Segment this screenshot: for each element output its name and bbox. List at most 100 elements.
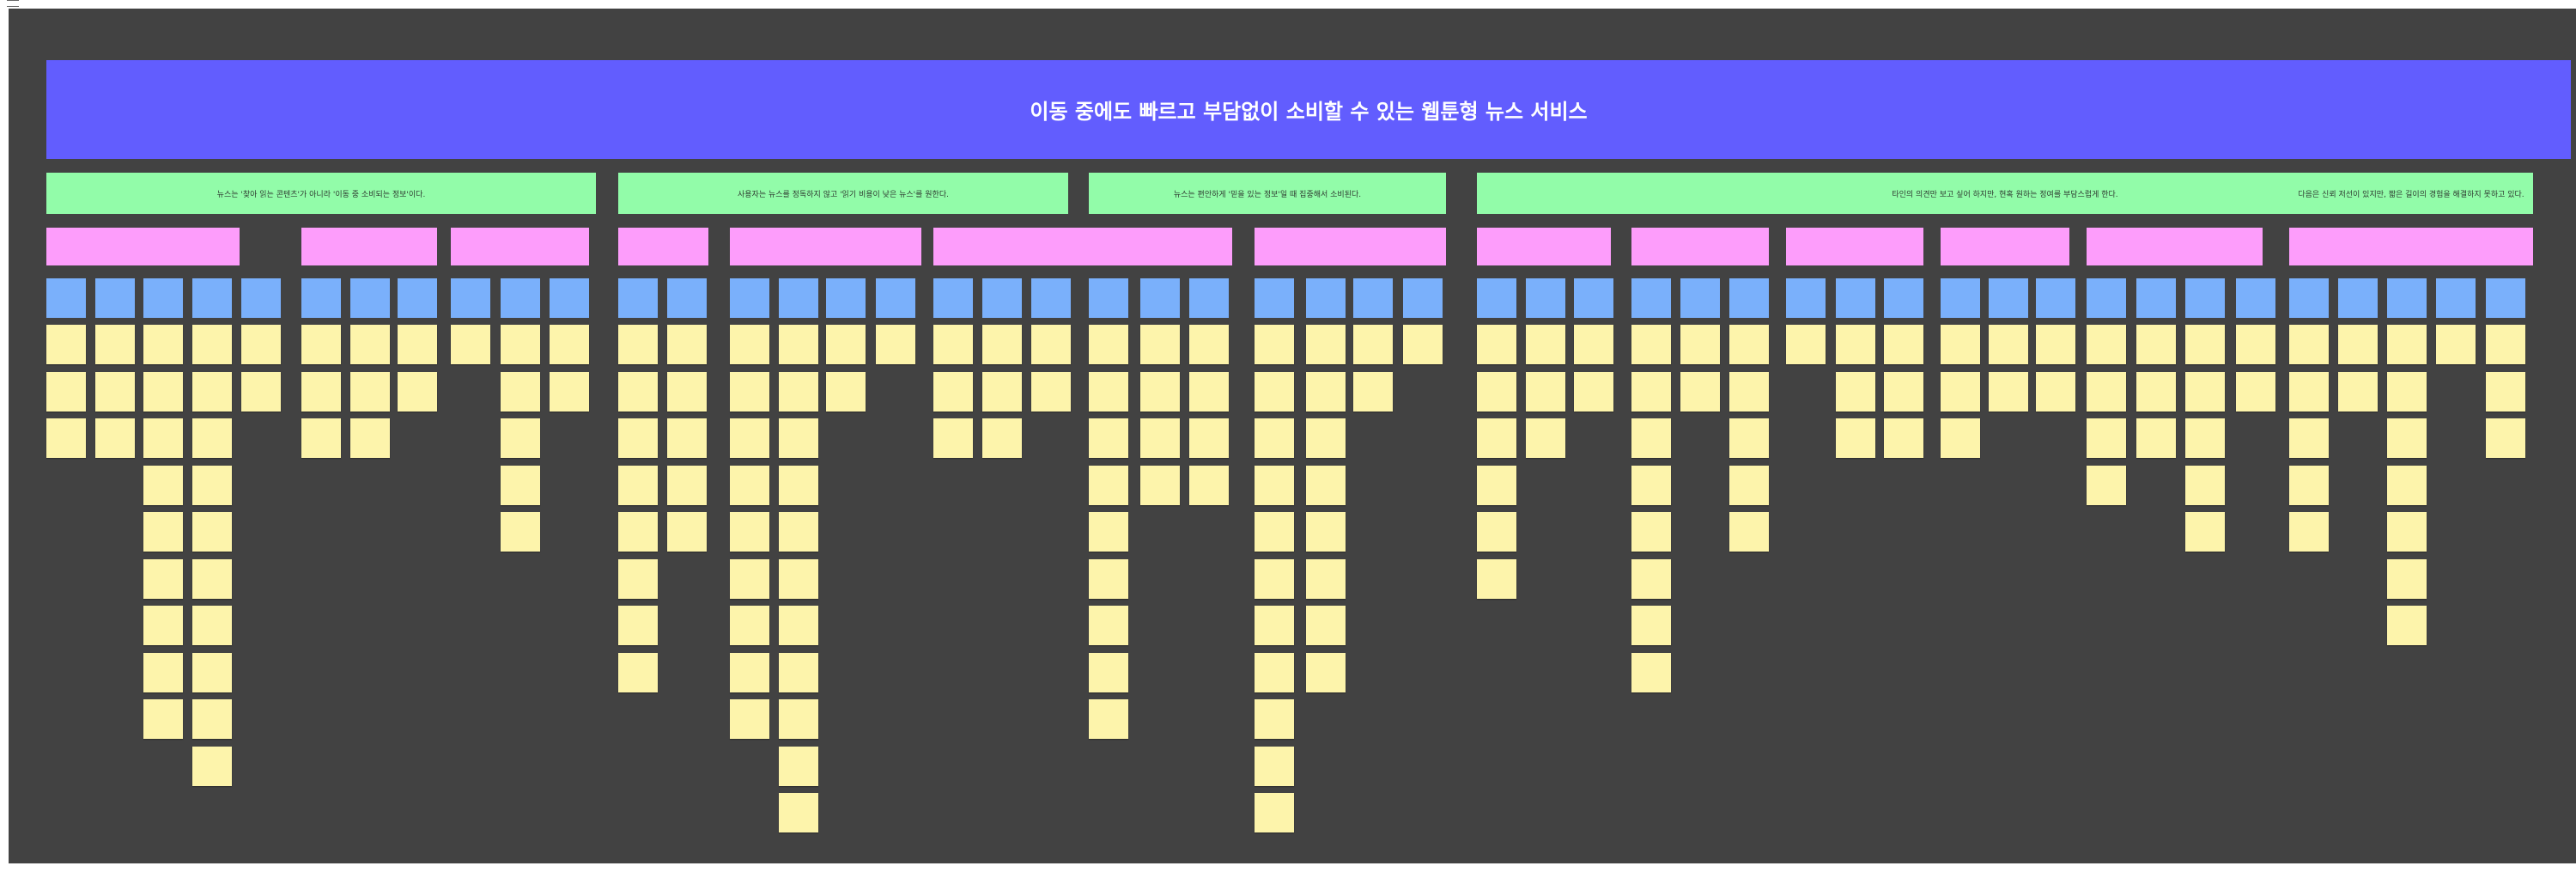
sticky-note[interactable] [143,325,183,364]
sticky-note[interactable] [1306,652,1346,692]
category-tag[interactable] [550,278,589,318]
sticky-note[interactable] [2289,512,2329,552]
sticky-note[interactable] [667,418,707,458]
sticky-note[interactable] [1306,606,1346,645]
sticky-note[interactable] [143,371,183,412]
sticky-note[interactable] [779,699,818,739]
sticky-note[interactable] [95,418,135,458]
category-tag[interactable] [2136,278,2176,318]
sticky-note[interactable] [1477,371,1516,412]
sticky-note[interactable] [1989,371,2028,412]
sticky-note[interactable] [1631,418,1671,458]
sticky-note[interactable] [2387,418,2427,458]
sticky-note[interactable] [1306,418,1346,458]
sticky-note[interactable] [350,371,390,412]
sticky-note[interactable] [1631,325,1671,364]
category-tag[interactable] [2387,278,2427,318]
category-tag[interactable] [398,278,437,318]
sticky-note[interactable] [501,465,540,505]
category-tag[interactable] [876,278,915,318]
sticky-note[interactable] [1255,606,1294,645]
category-tag[interactable] [1680,278,1720,318]
category-tag[interactable] [1140,278,1180,318]
sticky-note[interactable] [618,371,658,412]
sticky-note[interactable] [1941,418,1980,458]
sticky-note[interactable] [192,371,232,412]
sticky-note[interactable] [501,418,540,458]
sticky-note[interactable] [1680,325,1720,364]
sticky-note[interactable] [1631,371,1671,412]
sticky-note[interactable] [667,512,707,552]
sticky-note[interactable] [241,325,281,364]
sticky-note[interactable] [1255,699,1294,739]
sticky-note[interactable] [1477,512,1516,552]
sticky-note[interactable] [2289,465,2329,505]
sticky-note[interactable] [1255,558,1294,599]
sticky-note[interactable] [779,325,818,364]
sticky-note[interactable] [192,465,232,505]
sticky-note[interactable] [2236,325,2275,364]
sticky-note[interactable] [398,325,437,364]
sticky-note[interactable] [1836,418,1875,458]
sticky-note[interactable] [1306,465,1346,505]
sticky-note[interactable] [192,746,232,786]
sticky-note[interactable] [618,325,658,364]
theme-card[interactable]: 다음은 신뢰 저선이 있지만, 짧은 길이의 경험을 해결하지 못하고 있다. [2289,173,2533,214]
sticky-note[interactable] [618,512,658,552]
sticky-note[interactable] [2436,325,2476,364]
theme-card[interactable]: 뉴스는 편안하게 '믿을 있는 정보'일 때 집중해서 소비된다. [1089,173,1446,214]
sticky-note[interactable] [1729,465,1769,505]
sticky-note[interactable] [1255,465,1294,505]
sticky-note[interactable] [1729,325,1769,364]
sticky-note[interactable] [1255,418,1294,458]
sticky-note[interactable] [2289,418,2329,458]
sticky-note[interactable] [1089,606,1128,645]
sticky-note[interactable] [192,325,232,364]
sticky-note[interactable] [46,371,86,412]
sticky-note[interactable] [1353,371,1393,412]
cluster-card[interactable] [301,228,437,265]
sticky-note[interactable] [2036,371,2075,412]
sticky-note[interactable] [779,512,818,552]
category-tag[interactable] [730,278,769,318]
category-tag[interactable] [2185,278,2225,318]
sticky-note[interactable] [730,606,769,645]
sticky-note[interactable] [1631,606,1671,645]
sticky-note[interactable] [618,652,658,692]
sticky-note[interactable] [779,558,818,599]
sticky-note[interactable] [982,418,1022,458]
sticky-note[interactable] [301,418,341,458]
sticky-note[interactable] [667,325,707,364]
category-tag[interactable] [982,278,1022,318]
category-tag[interactable] [1089,278,1128,318]
sticky-note[interactable] [730,652,769,692]
sticky-note[interactable] [143,558,183,599]
sticky-note[interactable] [2185,512,2225,552]
sticky-note[interactable] [2338,371,2378,412]
sticky-note[interactable] [192,699,232,739]
category-tag[interactable] [2289,278,2329,318]
sticky-note[interactable] [730,699,769,739]
sticky-note[interactable] [1353,325,1393,364]
sticky-note[interactable] [501,512,540,552]
sticky-note[interactable] [618,558,658,599]
sticky-note[interactable] [1526,371,1565,412]
sticky-note[interactable] [1836,325,1875,364]
sticky-note[interactable] [1255,652,1294,692]
category-tag[interactable] [241,278,281,318]
sticky-note[interactable] [730,558,769,599]
sticky-note[interactable] [301,325,341,364]
sticky-note[interactable] [618,418,658,458]
theme-card[interactable]: 뉴스는 '찾아 읽는 콘텐츠'가 아니라 '이동 중 소비되는 정보'이다. [46,173,596,214]
sticky-note[interactable] [1574,371,1613,412]
sticky-note[interactable] [2087,418,2126,458]
sticky-note[interactable] [143,418,183,458]
cluster-card[interactable] [1941,228,2069,265]
sticky-note[interactable] [826,325,866,364]
sticky-note[interactable] [1941,325,1980,364]
sticky-note[interactable] [667,371,707,412]
category-tag[interactable] [933,278,973,318]
sticky-note[interactable] [2136,371,2176,412]
category-tag[interactable] [1729,278,1769,318]
sticky-note[interactable] [1729,371,1769,412]
